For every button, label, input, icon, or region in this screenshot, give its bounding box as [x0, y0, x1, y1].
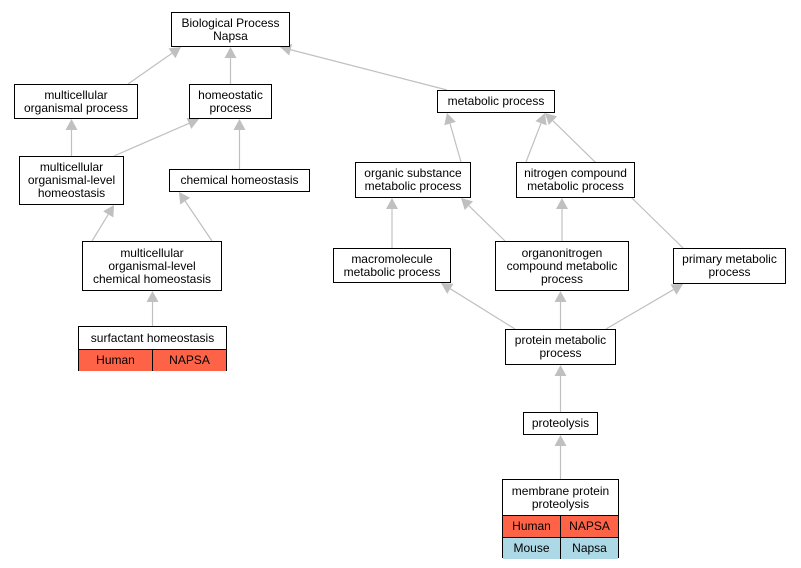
edge-arrowhead	[670, 284, 683, 295]
node-organic-substance-metabolic-process[interactable]: organic substance metabolic process	[355, 162, 471, 198]
edge-line	[468, 205, 506, 242]
node-multicellular-organismal-process[interactable]: multicellular organismal process	[14, 84, 138, 119]
edge-arrowhead	[554, 365, 567, 376]
edge-arrowhead	[146, 291, 159, 302]
edge-arrowhead	[168, 47, 181, 59]
edge-arrowhead	[103, 205, 114, 218]
species-cell-human: Human	[503, 516, 560, 537]
edge-arrowhead	[233, 119, 246, 130]
edge-line	[184, 200, 213, 242]
gene-cell: NAPSA	[152, 350, 226, 371]
node-homeostatic-process[interactable]: homeostatic process	[189, 84, 272, 119]
node-protein-metabolic-process[interactable]: protein metabolic process	[505, 329, 616, 365]
node-organonitrogen-compound-metabolic-process[interactable]: organonitrogen compound metabolic proces…	[495, 241, 629, 291]
annotation-row: Human NAPSA	[79, 349, 226, 371]
edge-line	[127, 52, 173, 85]
species-cell-human: Human	[79, 350, 152, 371]
node-chemical-homeostasis[interactable]: chemical homeostasis	[169, 169, 310, 192]
edge-line	[290, 49, 448, 91]
edge-line	[525, 123, 542, 163]
node-biological-process[interactable]: Biological Process Napsa	[171, 12, 290, 47]
edge-arrowhead	[386, 198, 398, 209]
node-title: membrane protein proteolysis	[511, 483, 610, 511]
node-surfactant-homeostasis[interactable]: surfactant homeostasis Human NAPSA	[78, 326, 227, 371]
gene-cell: NAPSA	[560, 516, 618, 537]
node-proteolysis[interactable]: proteolysis	[523, 412, 598, 435]
edge-arrowhead	[224, 47, 237, 58]
node-multicellular-organismal-level-chemical-homeostasis[interactable]: multicellular organismal-level chemical …	[82, 241, 222, 291]
gene-cell: Napsa	[560, 538, 618, 559]
edge-line	[91, 214, 109, 242]
node-primary-metabolic-process[interactable]: primary metabolic process	[673, 248, 786, 284]
species-cell-mouse: Mouse	[503, 538, 560, 559]
node-nitrogen-compound-metabolic-process[interactable]: nitrogen compound metabolic process	[516, 162, 635, 198]
edge-line	[113, 122, 190, 157]
edge-arrowhead	[186, 117, 199, 129]
edge-arrowhead	[65, 119, 78, 130]
edge-arrowhead	[461, 198, 474, 210]
node-membrane-protein-proteolysis[interactable]: membrane protein proteolysis Human NAPSA…	[502, 479, 619, 559]
edge-line	[605, 289, 674, 330]
edge-arrowhead	[554, 435, 567, 446]
node-title: surfactant homeostasis	[90, 330, 215, 345]
node-macromolecule-metabolic-process[interactable]: macromolecule metabolic process	[333, 248, 451, 283]
annotation-row: Mouse Napsa	[503, 537, 618, 559]
edge-arrowhead	[535, 113, 547, 126]
edge-line	[450, 288, 516, 330]
edge-line	[449, 123, 462, 163]
edge-arrowhead	[556, 198, 568, 209]
edge-arrowhead	[554, 291, 567, 302]
annotation-row: Human NAPSA	[503, 515, 618, 537]
node-metabolic-process[interactable]: metabolic process	[437, 90, 555, 113]
edge-arrowhead	[545, 113, 558, 125]
edge-arrowhead	[179, 192, 191, 205]
edge-arrowhead	[444, 113, 456, 126]
node-multicellular-organismal-level-homeostasis[interactable]: multicellular organismal-level homeostas…	[19, 156, 124, 205]
edge-arrowhead	[441, 283, 454, 294]
